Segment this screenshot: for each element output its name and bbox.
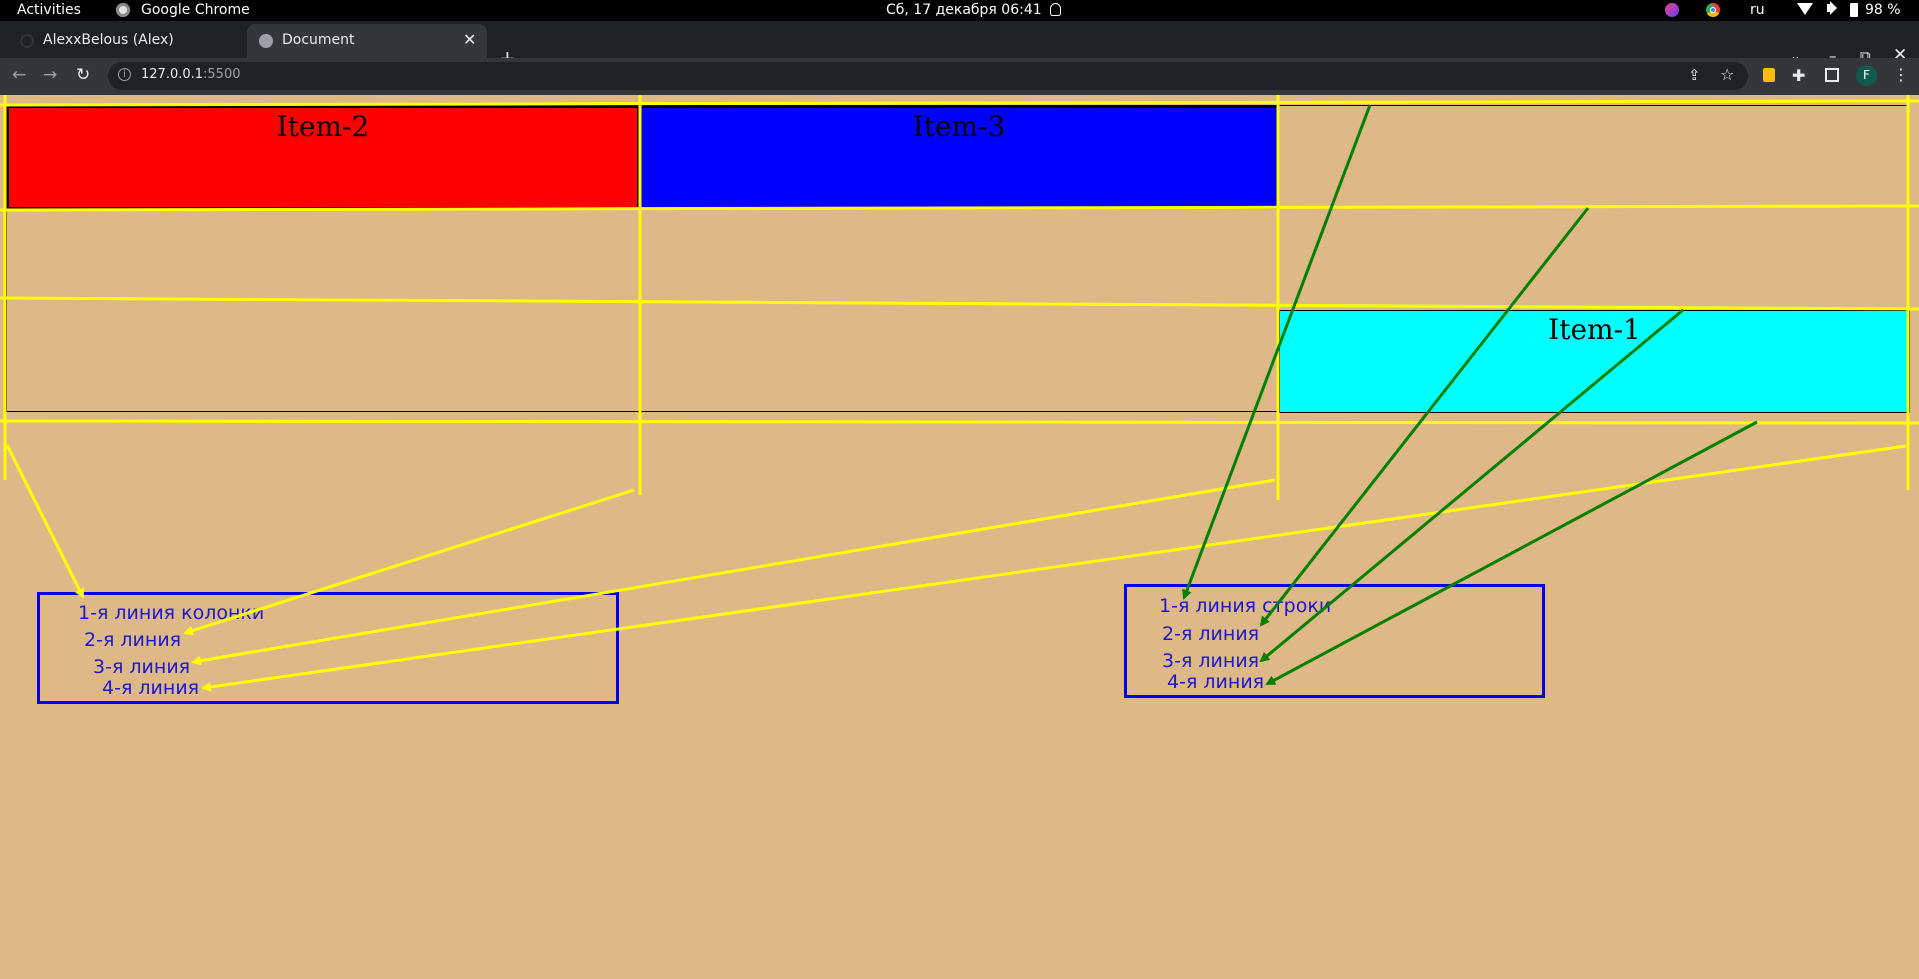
share-icon[interactable]: ⇪: [1688, 66, 1701, 84]
wifi-icon[interactable]: [1797, 3, 1813, 15]
row-line-3-label: 3-я линия: [1162, 650, 1260, 672]
battery-percentage[interactable]: 98 %: [1865, 2, 1901, 18]
column-arrow-2: [183, 488, 635, 636]
tray-app-icon[interactable]: [1665, 3, 1679, 17]
extensions-puzzle-icon[interactable]: ✚: [1792, 66, 1806, 85]
row-arrow-4: [1265, 420, 1758, 686]
side-panel-icon[interactable]: [1825, 68, 1839, 82]
row-line-3: [0, 296, 1919, 311]
column-line-3-label: 3-я линия: [93, 656, 191, 678]
column-line-4-label: 4-я линия: [102, 677, 200, 699]
tab-title: Document: [282, 32, 355, 48]
row-lines-legend: [1124, 584, 1545, 698]
row-line-4: [0, 419, 1919, 425]
url-host: 127.0.0.1: [141, 67, 204, 82]
forward-arrow-icon[interactable]: →: [43, 65, 58, 85]
column-line-2-label: 2-я линия: [84, 629, 182, 651]
tab-title: AlexxBelous (Alex): [43, 32, 174, 48]
reload-icon[interactable]: ↻: [76, 65, 91, 85]
back-arrow-icon[interactable]: ←: [12, 65, 27, 85]
row-line-2: [0, 204, 1919, 212]
chevron-down-icon[interactable]: ⌄: [1790, 49, 1801, 64]
chrome-app-icon: [116, 3, 130, 17]
column-line-1-label: 1-я линия колонки: [78, 602, 265, 624]
bookmark-star-icon[interactable]: ☆: [1720, 65, 1735, 84]
grid-container: Item-2 Item-3 Item-1: [6, 105, 1910, 413]
column-arrow-4: [201, 444, 1907, 692]
activities-button[interactable]: Activities: [17, 2, 81, 18]
keyboard-layout-indicator[interactable]: ru: [1750, 2, 1765, 18]
page-viewport: Item-2 Item-3 Item-1 1-я линия колонки 2…: [0, 95, 1919, 979]
clock[interactable]: Сб, 17 декабря 06:41: [886, 2, 1042, 18]
app-menu[interactable]: Google Chrome: [141, 2, 250, 18]
extension-icon[interactable]: [1763, 68, 1775, 82]
row-arrow-1: [1182, 104, 1372, 600]
column-arrow-1: [5, 444, 85, 599]
browser-toolbar: ← → ↻ i 127.0.0.1:5500 ⇪ ☆ ✚ F ⋮: [0, 58, 1919, 95]
annotation-overlay: [0, 95, 1919, 692]
site-info-icon[interactable]: i: [118, 68, 131, 81]
tab-strip: AlexxBelous (Alex) Document ✕ + ⌄ – ⧉ ✕: [0, 21, 1919, 68]
item-2-label: Item-2: [276, 110, 370, 143]
minimize-icon[interactable]: –: [1829, 47, 1837, 65]
system-top-bar: Activities Google Chrome Сб, 17 декабря …: [0, 0, 1919, 21]
grid-item-3: Item-3: [639, 106, 1279, 209]
tab-alexxbelous[interactable]: AlexxBelous (Alex): [0, 24, 245, 58]
url-port: :5500: [203, 67, 241, 82]
row-line-1-label: 1-я линия строки: [1159, 595, 1332, 617]
url-text[interactable]: 127.0.0.1:5500: [141, 67, 241, 82]
column-lines-legend: [37, 592, 619, 704]
github-icon: [20, 34, 34, 48]
battery-icon[interactable]: [1850, 3, 1858, 17]
more-menu-icon[interactable]: ⋮: [1893, 65, 1909, 84]
row-line-4-label: 4-я линия: [1167, 671, 1265, 693]
alarm-icon: [1050, 3, 1061, 16]
tab-document[interactable]: Document ✕: [247, 24, 487, 58]
row-line-2-label: 2-я линия: [1162, 623, 1260, 645]
volume-icon[interactable]: [1827, 4, 1833, 12]
item-3-label: Item-3: [912, 110, 1006, 143]
globe-icon: [259, 34, 273, 48]
column-arrow-3: [191, 478, 1276, 666]
row-arrow-2: [1259, 207, 1590, 627]
row-arrow-3: [1259, 308, 1684, 663]
row-line-1: [0, 99, 1919, 107]
close-tab-icon[interactable]: ✕: [463, 30, 477, 49]
grid-item-2: Item-2: [7, 106, 639, 209]
address-bar[interactable]: i 127.0.0.1:5500 ⇪ ☆: [108, 62, 1748, 90]
maximize-icon[interactable]: ⧉: [1860, 47, 1871, 65]
tray-chrome-icon[interactable]: [1706, 3, 1720, 17]
item-1-label: Item-1: [1548, 313, 1641, 346]
profile-avatar[interactable]: F: [1856, 65, 1877, 86]
